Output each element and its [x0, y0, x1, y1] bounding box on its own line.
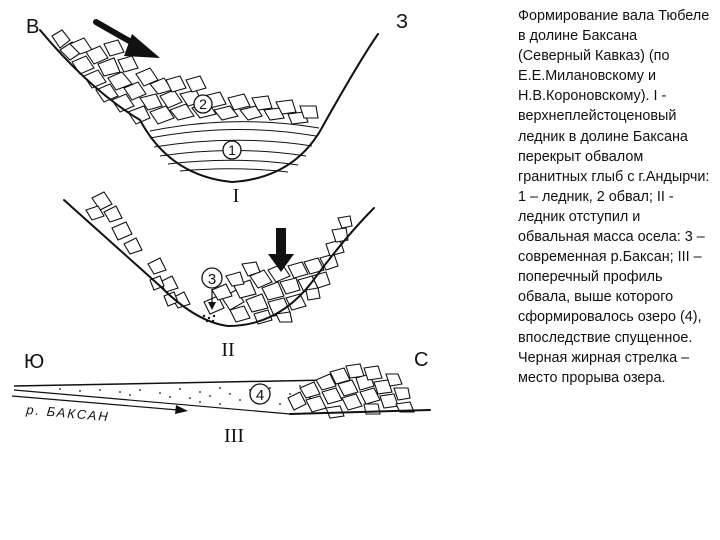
direction-label-east: В: [26, 16, 39, 38]
stage-label-I: I: [233, 185, 240, 207]
profile-III: 4 р. БАКСАН Ю С III: [11, 349, 431, 447]
direction-label-south: Ю: [24, 351, 44, 373]
profile-II: 3 II: [63, 191, 375, 361]
valley-profile-II-line: [63, 199, 375, 327]
profile-I: 2 1 В З I: [26, 11, 408, 207]
rockfall-mass: [51, 29, 319, 125]
element-number-1: 1: [228, 142, 236, 158]
rockfall-dam: [287, 363, 415, 419]
figure-caption: Формирование вала Тюбеле в долине Баксан…: [518, 8, 710, 386]
arrow-icon-river-level: [11, 395, 188, 414]
element-number-4: 4: [256, 387, 264, 404]
arrow-icon-collapse-direction: [93, 19, 160, 58]
river-label: р. БАКСАН: [25, 402, 111, 424]
element-number-3: 3: [208, 271, 216, 288]
valley-floor-III-line: [289, 409, 431, 415]
rockfall-mass-settled: [85, 191, 353, 325]
direction-label-west: З: [396, 11, 408, 33]
valley-profiles-diagram: 2 1 В З I: [11, 11, 431, 447]
direction-label-north: С: [414, 349, 428, 371]
element-number-2: 2: [199, 96, 207, 112]
arrow-icon-lake-breach: [268, 228, 294, 272]
valley-profile-I-line: [39, 29, 379, 183]
stage-label-II: II: [221, 339, 234, 361]
stage-label-III: III: [224, 425, 244, 447]
